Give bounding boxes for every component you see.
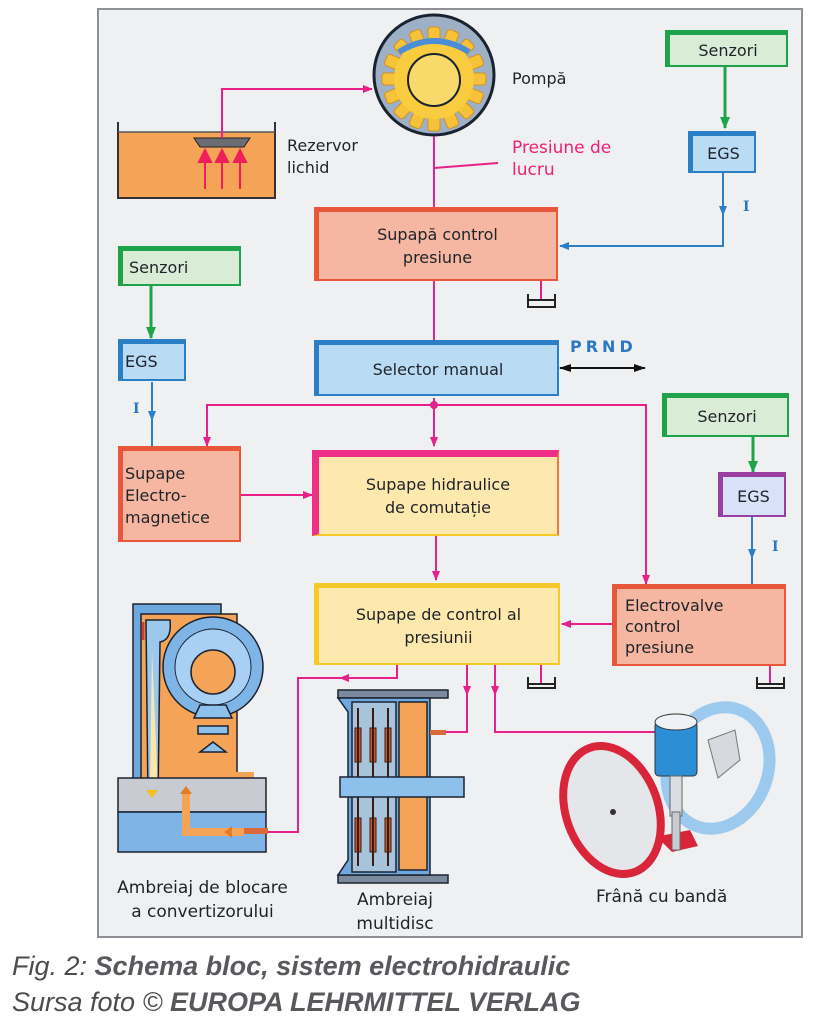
caption-title: Schema bloc, sistem electrohidraulic xyxy=(94,951,571,981)
reservoir-tank xyxy=(117,122,276,199)
sensor-signal-lines xyxy=(146,63,758,473)
manual-selector-box: Selector manual xyxy=(314,340,559,396)
drain-symbols xyxy=(527,294,785,689)
reservoir-label: Rezervor lichid xyxy=(287,136,358,177)
line-selector-solenoids xyxy=(434,404,650,585)
caption-source: EUROPA LEHRMITTEL VERLAG xyxy=(169,987,581,1017)
hydraulic-switching-valves-box: Supape hidraulice de comutație xyxy=(312,450,559,536)
line-working-pressure-leader xyxy=(433,162,499,169)
lockup-clutch-illustration xyxy=(117,603,268,853)
egs-left-box: EGS xyxy=(118,339,186,381)
pump-label: Pompă xyxy=(512,69,567,88)
line-regulating-lockup xyxy=(268,665,398,833)
sensors-right-box: Senzori xyxy=(662,393,789,437)
multidisc-clutch-label: Ambreiaj multidisc xyxy=(356,890,434,934)
sensors-top-box: Senzori xyxy=(665,30,788,67)
current-right-label: I xyxy=(772,539,779,555)
hydraulic-lines xyxy=(203,85,771,833)
current-left-label: I xyxy=(133,401,140,417)
line-selector-electromagnetic xyxy=(203,404,434,447)
band-brake-label: Frână cu bandă xyxy=(596,887,728,907)
electromagnetic-valves-box: Supape Electro- magnetice xyxy=(118,446,241,542)
line-regulating-brake xyxy=(494,665,660,733)
prnd-label: PRND xyxy=(570,337,637,356)
working-pressure-label: Presiune de lucru xyxy=(512,138,612,180)
band-brake-illustration xyxy=(559,701,776,878)
sensors-left-box: Senzori xyxy=(118,246,241,286)
pump-gear-icon xyxy=(372,13,496,137)
caption-source-prefix: Sursa foto © xyxy=(12,987,163,1017)
pressure-control-valve-box: Supapă control presiune xyxy=(314,207,558,281)
electric-lines xyxy=(148,172,756,584)
caption-prefix: Fig. 2: xyxy=(12,951,88,981)
egs-top-box: EGS xyxy=(688,131,756,173)
figure-caption: Fig. 2: Schema bloc, sistem electrohidra… xyxy=(12,948,581,1020)
lockup-clutch-label: Ambreiaj de blocare a convertizorului xyxy=(117,878,288,922)
line-reservoir-pump xyxy=(221,85,373,138)
egs-right-box: EGS xyxy=(718,472,786,517)
junction-dot xyxy=(430,401,438,409)
current-top-label: I xyxy=(743,199,750,215)
multidisc-clutch-illustration xyxy=(336,689,465,884)
pressure-control-solenoids-box: Electrovalve control presiune xyxy=(612,584,786,666)
pressure-regulating-valves-box: Supape de control al presiunii xyxy=(314,583,560,665)
